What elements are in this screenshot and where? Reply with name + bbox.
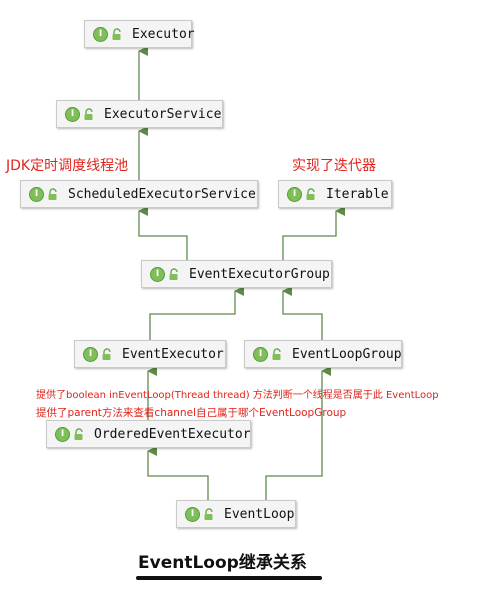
unlocked-padlock-icon: [112, 27, 121, 40]
interface-icon: I: [29, 186, 44, 202]
node-eventexecutor: I EventExecutor: [74, 340, 226, 368]
edge-eventloop-to-ordered: [147, 446, 209, 500]
node-label: Executor: [132, 26, 195, 42]
interface-icon: I: [253, 346, 268, 362]
edge-eventloop-to-eventloopgroup: [265, 366, 331, 500]
unlocked-padlock-icon: [204, 507, 213, 520]
node-label: EventLoopGroup: [292, 346, 402, 362]
node-eventexecutorgroup: I EventExecutorGroup: [141, 260, 332, 288]
unlocked-padlock-icon: [169, 267, 178, 280]
node-iterable: I Iterable: [278, 180, 392, 208]
annotation-iterator-impl: 实现了迭代器: [292, 158, 376, 174]
node-label: ScheduledExecutorService: [68, 186, 256, 202]
interface-icon: I: [65, 106, 80, 122]
diagram-caption: EventLoop继承关系: [138, 553, 307, 573]
unlocked-padlock-icon: [272, 347, 281, 360]
node-executorservice: I ExecutorService: [56, 100, 223, 128]
node-eventloopgroup: I EventLoopGroup: [244, 340, 402, 368]
node-label: EventExecutorGroup: [189, 266, 330, 282]
annotation-in-event-loop: 提供了boolean inEventLoop(Thread thread) 方法…: [36, 390, 439, 401]
edge-eventexecutor-to-eventexecutorgroup: [149, 286, 244, 340]
interface-icon: I: [93, 26, 108, 42]
interface-icon: I: [55, 426, 70, 442]
node-label: OrderedEventExecutor: [94, 426, 251, 442]
interface-icon: I: [185, 506, 200, 522]
unlocked-padlock-icon: [48, 187, 57, 200]
unlocked-padlock-icon: [102, 347, 111, 360]
edge-eventloopgroup-to-eventexecutorgroup: [282, 286, 323, 340]
caption-underline: [136, 576, 322, 580]
unlocked-padlock-icon: [84, 107, 93, 120]
annotation-jdk-scheduled: JDK定时调度线程池: [6, 158, 129, 174]
node-eventloop: I EventLoop: [176, 500, 296, 528]
unlocked-padlock-icon: [74, 427, 83, 440]
node-label: ExecutorService: [104, 106, 222, 122]
interface-icon: I: [150, 266, 165, 282]
interface-icon: I: [83, 346, 98, 362]
annotation-parent-method: 提供了parent方法来查看channel自己属于哪个EventLoopGrou…: [36, 407, 347, 419]
node-label: EventLoop: [224, 506, 295, 522]
interface-icon: I: [287, 186, 302, 202]
edge-eventexecutorgroup-to-iterable: [282, 206, 345, 260]
node-scheduledexecutorservice: I ScheduledExecutorService: [20, 180, 258, 208]
node-label: Iterable: [326, 186, 389, 202]
node-orderedeventexecutor: I OrderedEventExecutor: [46, 420, 251, 448]
unlocked-padlock-icon: [306, 187, 315, 200]
edge-eventexecutorgroup-to-scheduled: [138, 206, 188, 260]
node-label: EventExecutor: [122, 346, 224, 362]
node-executor: I Executor: [84, 20, 195, 48]
